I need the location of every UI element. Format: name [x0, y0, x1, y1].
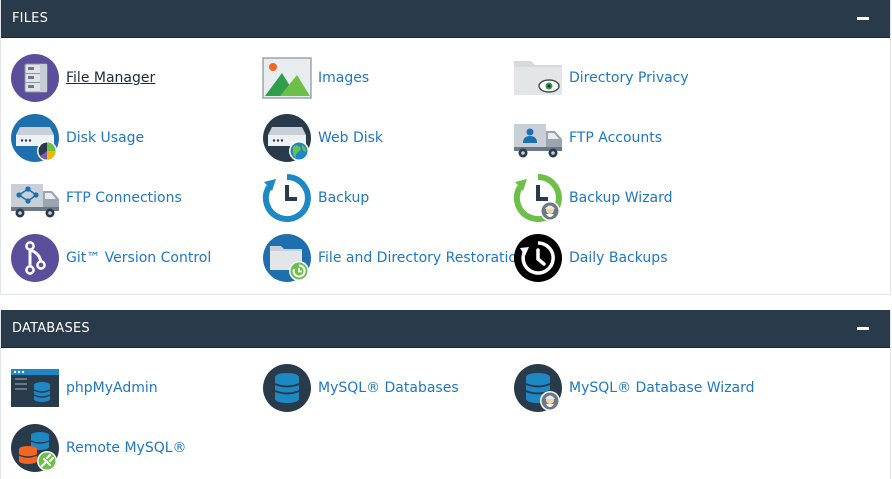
phpmyadmin-link[interactable]: phpMyAdmin	[10, 363, 158, 413]
daily-backups-link[interactable]: Daily Backups	[513, 233, 668, 283]
mysql-database-wizard-label: MySQL® Database Wizard	[569, 380, 755, 396]
disk-usage-label: Disk Usage	[66, 130, 145, 146]
phpmyadmin-label: phpMyAdmin	[66, 380, 158, 396]
daily-backups-icon	[514, 234, 562, 282]
file-directory-restoration-icon	[263, 234, 311, 282]
file-manager-icon	[11, 54, 59, 102]
remote-mysql-link[interactable]: Remote MySQL®	[10, 423, 187, 473]
directory-privacy-link[interactable]: Directory Privacy	[513, 53, 689, 103]
databases-panel-title: DATABASES	[12, 321, 90, 336]
minus-icon	[857, 17, 869, 20]
git-version-control-label: Git™ Version Control	[66, 250, 212, 266]
directory-privacy-label: Directory Privacy	[569, 70, 689, 86]
files-panel-header[interactable]: FILES	[1, 0, 890, 38]
remote-mysql-label: Remote MySQL®	[66, 440, 187, 456]
mysql-databases-icon	[263, 364, 311, 412]
mysql-databases-label: MySQL® Databases	[318, 380, 459, 396]
backup-link[interactable]: Backup	[262, 173, 369, 223]
file-manager-link[interactable]: File Manager	[10, 53, 155, 103]
ftp-connections-link[interactable]: FTP Connections	[10, 173, 182, 223]
file-manager-label: File Manager	[66, 70, 156, 86]
images-label: Images	[318, 70, 370, 86]
files-panel-title: FILES	[12, 11, 49, 26]
web-disk-label: Web Disk	[318, 130, 384, 146]
databases-panel-header[interactable]: DATABASES	[1, 310, 890, 348]
mysql-database-wizard-link[interactable]: MySQL® Database Wizard	[513, 363, 755, 413]
minus-icon	[857, 327, 869, 330]
images-link[interactable]: Images	[262, 53, 369, 103]
mysql-database-wizard-icon	[514, 364, 562, 412]
ftp-connections-icon	[11, 184, 59, 218]
git-version-control-link[interactable]: Git™ Version Control	[10, 233, 211, 283]
file-directory-restoration-link[interactable]: File and Directory Restoration	[262, 233, 526, 283]
files-collapse-button[interactable]	[856, 12, 870, 26]
mysql-databases-link[interactable]: MySQL® Databases	[262, 363, 459, 413]
ftp-accounts-icon	[514, 124, 562, 158]
disk-usage-icon	[11, 114, 59, 162]
daily-backups-label: Daily Backups	[569, 250, 668, 266]
directory-privacy-icon	[514, 61, 562, 95]
remote-mysql-icon	[11, 424, 59, 472]
databases-collapse-button[interactable]	[856, 322, 870, 336]
backup-icon	[262, 174, 311, 222]
web-disk-icon	[263, 114, 311, 162]
phpmyadmin-icon	[11, 369, 59, 407]
backup-wizard-link[interactable]: Backup Wizard	[513, 173, 673, 223]
images-icon	[262, 57, 312, 99]
ftp-accounts-link[interactable]: FTP Accounts	[513, 113, 662, 163]
backup-wizard-icon	[513, 174, 562, 222]
disk-usage-link[interactable]: Disk Usage	[10, 113, 144, 163]
backup-wizard-label: Backup Wizard	[569, 190, 673, 206]
file-directory-restoration-label: File and Directory Restoration	[318, 250, 526, 266]
backup-label: Backup	[318, 190, 370, 206]
files-panel: FILES File Manager Images	[0, 0, 891, 295]
ftp-connections-label: FTP Connections	[66, 190, 182, 206]
databases-panel: DATABASES phpMyAdmin MySQL® Databa	[0, 310, 891, 479]
ftp-accounts-label: FTP Accounts	[569, 130, 663, 146]
web-disk-link[interactable]: Web Disk	[262, 113, 383, 163]
git-version-control-icon	[11, 234, 59, 282]
